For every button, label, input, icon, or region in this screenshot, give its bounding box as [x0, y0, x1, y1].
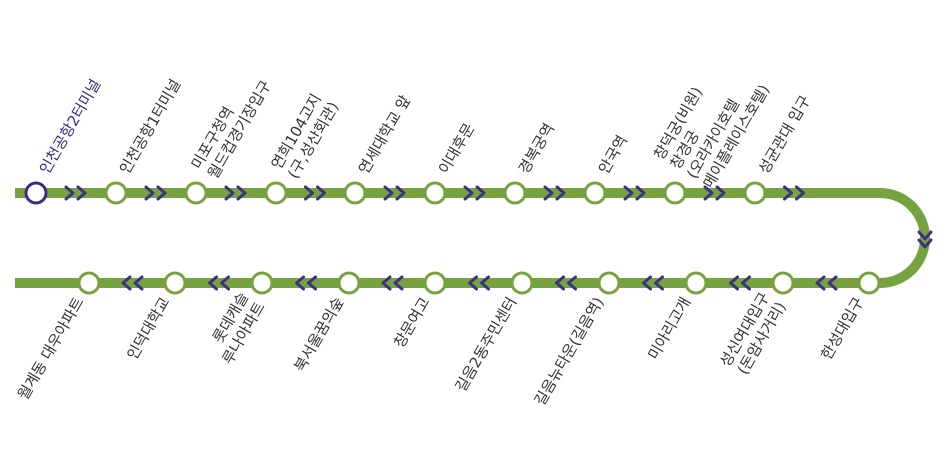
stop-label: 미포구청역월드컵경기장입구: [188, 68, 275, 182]
direction-arrow-b2b: [307, 275, 317, 291]
direction-arrow-b3b: [393, 275, 404, 291]
stop-marker: [77, 271, 101, 295]
stop-label: 창문여고: [390, 294, 433, 351]
stop-marker: [771, 271, 795, 295]
stop-marker: [663, 181, 687, 205]
stop-name-line: 길음뉴타운(길음역): [531, 294, 608, 409]
direction-arrow-b2a: [295, 275, 305, 291]
direction-arrow-b7b: [741, 275, 751, 291]
direction-arrow-t6b: [555, 185, 566, 201]
stop-label: 미아리고개: [644, 294, 694, 363]
stop-marker: [163, 271, 187, 295]
direction-arrow-b8a: [815, 275, 826, 291]
stop-label: 인천공항1터미널: [116, 76, 185, 177]
direction-arrow-t8b: [715, 185, 726, 201]
stop-name-line: 경복궁역: [515, 120, 558, 177]
stop-marker: [250, 271, 274, 295]
direction-arrow-t2a: [224, 185, 235, 201]
stop-name-line: 길음2동주민센터: [452, 294, 521, 395]
stop-marker: [184, 181, 208, 205]
stop-name-line: 미아리고개: [644, 294, 694, 363]
stop-marker: [423, 181, 447, 205]
direction-arrow-b6a: [642, 275, 652, 291]
direction-arrow-b4a: [468, 275, 478, 291]
direction-arrow-t5b: [475, 185, 486, 201]
stop-label: 길음2동주민센터: [452, 294, 521, 395]
stop-label: 롯데캐슬루나아파트: [202, 289, 269, 367]
direction-arrow-t0b: [76, 185, 87, 201]
stop-name-line: 이대후문: [435, 120, 478, 177]
stop-marker: [510, 271, 534, 295]
direction-arrow-b3a: [381, 275, 392, 291]
stop-marker: [684, 271, 708, 295]
direction-arrow-t5a: [463, 185, 474, 201]
direction-arrows: [64, 185, 933, 291]
stop-name-line: 인천공항1터미널: [116, 76, 185, 177]
stop-marker: [264, 181, 288, 205]
stop-label: 인덕대학교: [123, 294, 173, 363]
stop-name-line: 창문여고: [390, 294, 433, 351]
direction-arrow-b1b: [220, 275, 230, 291]
direction-arrow-t9b: [795, 185, 805, 201]
stop-label: 이대후문: [435, 120, 478, 177]
direction-arrow-t4b: [395, 185, 406, 201]
direction-arrow-b4b: [480, 275, 490, 291]
stop-label: 월계동 대우아파트: [14, 294, 87, 403]
stop-marker: [343, 181, 367, 205]
direction-arrow-b1a: [208, 275, 218, 291]
stop-name-line: 인덕대학교: [123, 294, 173, 363]
stop-name-line: 월계동 대우아파트: [14, 294, 87, 403]
stop-label: 연세대학교 앞: [355, 92, 414, 177]
stop-label: 인천공항2터미널: [36, 76, 105, 177]
direction-arrow-t8a: [703, 185, 714, 201]
direction-arrow-t7a: [623, 185, 634, 201]
direction-arrow-t4a: [383, 185, 394, 201]
direction-arrow-b0a: [121, 275, 132, 291]
current-stop-marker: [24, 181, 48, 205]
stop-name-line: 인천공항2터미널: [36, 76, 105, 177]
stop-label: 안국역: [595, 132, 631, 177]
stop-marker: [743, 181, 767, 205]
stop-label: 경복궁역: [515, 120, 558, 177]
stop-marker: [423, 271, 447, 295]
route-line: [15, 188, 930, 288]
stop-name-line: 한성대입구: [817, 294, 867, 363]
stops: [24, 181, 881, 295]
direction-arrow-t6a: [543, 185, 554, 201]
stop-label: 창덕궁(비원)창경궁(오라카이호텔메이플레이스호텔): [650, 53, 773, 191]
stop-marker: [337, 271, 361, 295]
direction-arrow-t3a: [304, 185, 314, 201]
stop-marker: [583, 181, 607, 205]
direction-arrow-t3b: [316, 185, 326, 201]
stop-marker: [104, 181, 128, 205]
stop-label: 북서울꿈의숲: [290, 294, 347, 375]
stop-label: 성신여대입구(돈암사거리): [716, 289, 789, 379]
direction-arrow-b5a: [555, 275, 565, 291]
stop-label: 연희104고지(구,성산회관): [268, 89, 343, 182]
direction-arrow-t1a: [144, 185, 155, 201]
direction-arrow-t9a: [783, 185, 793, 201]
direction-arrow-b0b: [133, 275, 144, 291]
stop-label: 한성대입구: [817, 294, 867, 363]
direction-arrow-c2: [917, 238, 933, 249]
direction-arrow-c1: [917, 230, 933, 241]
stop-marker: [503, 181, 527, 205]
stop-name-line: 북서울꿈의숲: [290, 294, 347, 375]
direction-arrow-b8b: [827, 275, 838, 291]
direction-arrow-t1b: [156, 185, 167, 201]
stop-marker: [857, 271, 881, 295]
stop-marker: [597, 271, 621, 295]
direction-arrow-b6b: [654, 275, 664, 291]
direction-arrow-b7a: [729, 275, 739, 291]
direction-arrow-t7b: [635, 185, 646, 201]
stop-name-line: 안국역: [595, 132, 631, 177]
direction-arrow-t0a: [64, 185, 75, 201]
direction-arrow-b5b: [567, 275, 577, 291]
direction-arrow-t2b: [236, 185, 247, 201]
stop-label: 길음뉴타운(길음역): [531, 294, 608, 409]
stop-name-line: 연세대학교 앞: [355, 92, 414, 177]
